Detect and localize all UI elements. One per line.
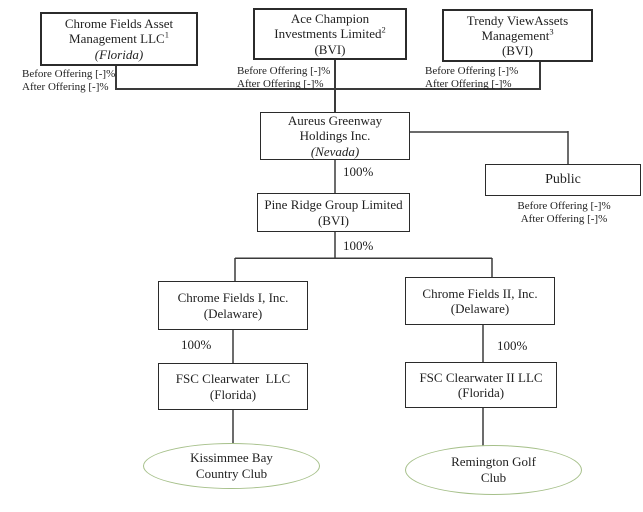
node-jurisdiction: (Florida) <box>457 385 505 400</box>
node-remington-golf-club: Remington Golf Club <box>405 445 582 495</box>
node-text: Country Club <box>195 466 268 481</box>
node-text: Chrome Fields Asset <box>64 16 174 31</box>
percent-pineridge-down: 100% <box>343 238 374 253</box>
node-text: FSC Clearwater II LLC <box>419 369 543 385</box>
node-text: Holdings Inc. <box>299 128 371 144</box>
node-jurisdiction: (Delaware) <box>450 301 510 316</box>
node-jurisdiction: (Florida) <box>209 386 257 402</box>
after-offering-text: After Offering [-]% <box>237 77 324 90</box>
node-public: Public <box>485 164 641 196</box>
node-chrome-fields-2: Chrome Fields II, Inc. (Delaware) <box>405 277 555 325</box>
percent-cf2-fsc2: 100% <box>497 338 528 353</box>
percent-aureus-pineridge: 100% <box>343 164 374 179</box>
after-offering-text: After Offering [-]% <box>22 80 109 93</box>
footnote-marker: 3 <box>549 26 554 37</box>
node-text: Trendy ViewAssets <box>466 12 569 28</box>
node-aureus-greenway-holdings: Aureus Greenway Holdings Inc. (Nevada) <box>260 112 410 160</box>
percent-cf1-fsc1: 100% <box>181 337 212 352</box>
node-ace-champion-investments: Ace Champion Investments Limited2 (BVI) <box>253 8 407 60</box>
node-text: Ace Champion <box>290 11 370 26</box>
before-offering-text: Before Offering [-]% <box>517 200 611 212</box>
node-jurisdiction: (BVI) <box>501 43 534 59</box>
node-text: Public <box>545 171 581 187</box>
node-line: Ace Champion <box>291 11 369 26</box>
node-line: Management LLC1 <box>69 30 169 47</box>
node-text: Remington Golf <box>451 454 536 470</box>
before-offering-text: Before Offering [-]% <box>425 65 519 77</box>
node-text: Club <box>480 470 507 485</box>
node-fsc-clearwater-1: FSC Clearwater LLC (Florida) <box>158 363 308 410</box>
node-text: Chrome Fields I, Inc. <box>177 290 289 306</box>
node-text: Management <box>481 27 550 43</box>
node-jurisdiction: (Delaware) <box>203 305 263 321</box>
node-line: Trendy ViewAssets <box>467 13 568 28</box>
node-text: Kissimmee Bay <box>190 450 273 466</box>
offering-label-chrome-fields-asset: Before Offering [-]% After Offering [-]% <box>22 68 115 94</box>
footnote-marker: 2 <box>381 25 386 35</box>
offering-label-ace-champion: Before Offering [-]% After Offering [-]% <box>237 65 330 91</box>
before-offering-text: Before Offering [-]% <box>22 68 116 80</box>
node-text: Investments Limited <box>274 26 382 42</box>
offering-label-trendy-view: Before Offering [-]% After Offering [-]% <box>425 65 518 91</box>
node-jurisdiction: (Florida) <box>94 46 144 62</box>
node-jurisdiction: (BVI) <box>317 212 350 228</box>
node-text: Chrome Fields II, Inc. <box>422 285 538 301</box>
node-text: Pine Ridge Group Limited <box>264 197 403 213</box>
node-line: Chrome Fields Asset <box>65 16 173 31</box>
node-chrome-fields-asset-management: Chrome Fields Asset Management LLC1 (Flo… <box>40 12 198 66</box>
footnote-marker: 1 <box>164 30 169 40</box>
node-chrome-fields-1: Chrome Fields I, Inc. (Delaware) <box>158 281 308 330</box>
node-jurisdiction: (BVI) <box>314 41 346 57</box>
node-fsc-clearwater-2: FSC Clearwater II LLC (Florida) <box>405 362 557 408</box>
node-line: Investments Limited2 <box>274 25 386 42</box>
before-offering-text: Before Offering [-]% <box>237 65 331 77</box>
node-text: FSC Clearwater LLC <box>175 371 291 387</box>
after-offering-text: After Offering [-]% <box>520 212 608 225</box>
offering-label-public: Before Offering [-]% After Offering [-]% <box>508 200 620 226</box>
node-text: Aureus Greenway <box>287 113 383 128</box>
node-trendy-view-assets-management: Trendy ViewAssets Management3 (BVI) <box>442 9 593 62</box>
node-jurisdiction: (Nevada) <box>310 143 360 159</box>
after-offering-text: After Offering [-]% <box>425 77 512 90</box>
node-text: Management LLC <box>69 31 165 47</box>
node-pine-ridge-group: Pine Ridge Group Limited (BVI) <box>257 193 410 232</box>
node-line: Management3 <box>481 26 554 43</box>
node-kissimmee-bay-country-club: Kissimmee Bay Country Club <box>143 443 320 489</box>
